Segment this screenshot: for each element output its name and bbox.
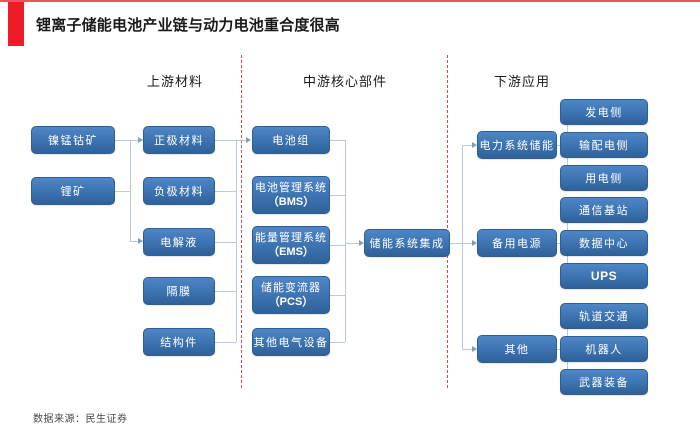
box-material-separator[interactable]: 隔膜 xyxy=(143,277,215,305)
connector-battery-pack-out xyxy=(330,140,345,141)
arrow-to-battery-pack xyxy=(246,136,251,143)
component-label-line2: （EMS） xyxy=(268,246,314,258)
connector-structural-out xyxy=(215,342,236,343)
red-accent-bar xyxy=(8,2,24,46)
page-title: 锂离子储能电池产业链与动力电池重合度很高 xyxy=(36,17,341,34)
connector-cathode-out xyxy=(215,140,236,141)
box-component-battery-pack[interactable]: 电池组 xyxy=(252,126,330,154)
box-component-bms[interactable]: 电池管理系统 （BMS） xyxy=(252,176,330,214)
box-component-other-electrical[interactable]: 其他电气设备 xyxy=(252,328,330,356)
connector-integration-out xyxy=(450,243,462,244)
box-application-power-system-storage[interactable]: 电力系统储能 xyxy=(477,131,557,159)
box-app-rail-transit[interactable]: 轨道交通 xyxy=(560,303,648,329)
connector-ems-out xyxy=(330,245,345,246)
connector-separator-out xyxy=(215,291,236,292)
connector-material-bus xyxy=(236,140,237,342)
component-label-line1: 能量管理系统 xyxy=(255,232,327,244)
box-component-pcs[interactable]: 储能变流器 （PCS） xyxy=(252,276,330,314)
divider-upstream-midstream xyxy=(241,55,242,388)
box-app-telecom-base-station[interactable]: 通信基站 xyxy=(560,197,648,223)
box-material-cathode[interactable]: 正极材料 xyxy=(143,126,215,154)
connector-electrolyte-out xyxy=(215,242,236,243)
arrow-to-cathode xyxy=(138,136,143,143)
connector-bus-to-battery-pack xyxy=(236,140,246,141)
box-app-transmission-distribution-side[interactable]: 输配电侧 xyxy=(560,132,648,158)
connector-downstream-bus xyxy=(462,145,463,349)
connector-bus-to-cathode xyxy=(130,140,138,141)
box-material-anode[interactable]: 负极材料 xyxy=(143,177,215,205)
connector-pcs-out xyxy=(330,295,345,296)
box-material-structural-parts[interactable]: 结构件 xyxy=(143,328,215,356)
section-header-downstream: 下游应用 xyxy=(493,74,550,89)
box-application-backup-power[interactable]: 备用电源 xyxy=(477,229,557,257)
box-energy-storage-system-integration[interactable]: 储能系统集成 xyxy=(364,229,450,257)
connector-bms-out xyxy=(330,195,345,196)
box-app-data-center[interactable]: 数据中心 xyxy=(560,230,648,256)
box-component-ems[interactable]: 能量管理系统 （EMS） xyxy=(252,226,330,264)
box-app-ups[interactable]: UPS xyxy=(560,263,648,289)
box-source-lithium-ore[interactable]: 锂矿 xyxy=(31,177,115,205)
component-label-line1: 电池管理系统 xyxy=(255,182,327,194)
component-label-line1: 电池组 xyxy=(272,135,310,147)
connector-source-1 xyxy=(115,140,130,141)
box-material-electrolyte[interactable]: 电解液 xyxy=(143,228,215,256)
connector-bus-to-integration xyxy=(345,243,359,244)
divider-midstream-downstream xyxy=(447,55,448,388)
box-application-other[interactable]: 其他 xyxy=(477,335,557,363)
arrow-to-power-grid xyxy=(472,141,477,148)
connector-bus-to-electrolyte xyxy=(130,241,138,242)
connector-bus-to-other xyxy=(462,349,472,350)
data-source-note: 数据来源：民生证券 xyxy=(33,414,128,425)
component-label-line1: 储能变流器 xyxy=(261,282,321,294)
connector-source-bus xyxy=(130,140,131,241)
connector-source-2 xyxy=(115,191,130,192)
connector-bus-to-backup-power xyxy=(462,243,472,244)
connector-bus-to-power-grid xyxy=(462,145,472,146)
arrow-to-backup-power xyxy=(472,239,477,246)
arrow-to-integration xyxy=(359,239,364,246)
arrow-to-other xyxy=(472,345,477,352)
box-app-robotics[interactable]: 机器人 xyxy=(560,336,648,362)
connector-other-electrical-out xyxy=(330,342,345,343)
box-app-consumption-side[interactable]: 用电侧 xyxy=(560,165,648,191)
box-app-weapon-equipment[interactable]: 武器装备 xyxy=(560,369,648,395)
component-label-line2: （BMS） xyxy=(267,196,315,208)
section-header-upstream: 上游材料 xyxy=(146,74,203,89)
section-header-midstream: 中游核心部件 xyxy=(302,74,387,89)
component-label-line2: （PCS） xyxy=(268,296,314,308)
connector-component-bus xyxy=(345,140,346,342)
top-rule xyxy=(0,0,700,2)
connector-anode-out xyxy=(215,191,236,192)
box-source-nickel-manganese-cobalt[interactable]: 镍锰钴矿 xyxy=(31,126,115,154)
component-label-line1: 其他电气设备 xyxy=(253,337,329,349)
arrow-to-electrolyte xyxy=(138,237,143,244)
box-app-generation-side[interactable]: 发电侧 xyxy=(560,99,648,125)
